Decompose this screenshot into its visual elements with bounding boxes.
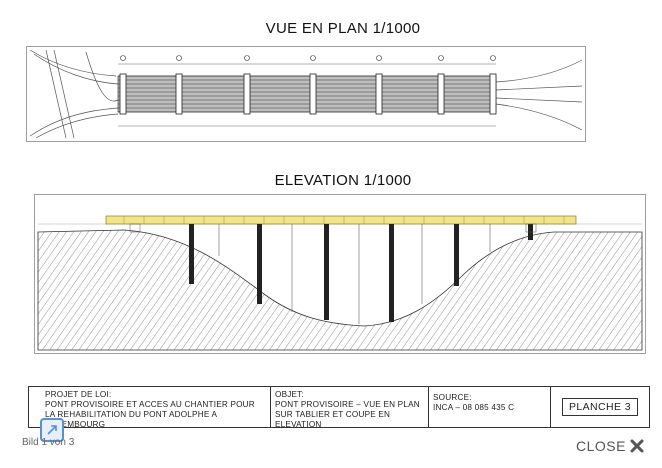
elevation-view-drawing bbox=[34, 194, 646, 354]
source-label: SOURCE: bbox=[433, 393, 472, 402]
drawing-sheet: VUE EN PLAN 1/1000 bbox=[14, 0, 650, 430]
projet-label: PROJET DE LOI: bbox=[45, 390, 112, 399]
drawing-title-block: PROJET DE LOI: PONT PROVISOIRE ET ACCES … bbox=[28, 386, 650, 429]
objet-label: OBJET: bbox=[275, 390, 304, 399]
objet-text: PONT PROVISOIRE – VUE EN PLAN SUR TABLIE… bbox=[275, 400, 420, 429]
source-cell: SOURCE: INCA – 08 085 435 C bbox=[429, 387, 551, 427]
expand-arrow-icon[interactable] bbox=[40, 418, 64, 442]
source-text: INCA – 08 085 435 C bbox=[433, 403, 515, 412]
projet-cell: PROJET DE LOI: PONT PROVISOIRE ET ACCES … bbox=[29, 387, 271, 429]
elevation-view-title: ELEVATION 1/1000 bbox=[274, 172, 412, 189]
objet-cell: OBJET: PONT PROVISOIRE – VUE EN PLAN SUR… bbox=[271, 387, 429, 429]
close-x-icon[interactable] bbox=[628, 437, 646, 455]
plan-view-title: VUE EN PLAN 1/1000 bbox=[265, 20, 421, 37]
planche-number: PLANCHE 3 bbox=[562, 398, 638, 416]
close-label: CLOSE bbox=[576, 438, 626, 454]
projet-text: PONT PROVISOIRE ET ACCES AU CHANTIER POU… bbox=[45, 400, 255, 429]
image-counter: Bild 1 von 3 bbox=[22, 437, 75, 448]
plan-view-drawing bbox=[26, 46, 586, 142]
close-button[interactable]: CLOSE bbox=[576, 437, 646, 455]
planche-cell: PLANCHE 3 bbox=[551, 387, 649, 427]
